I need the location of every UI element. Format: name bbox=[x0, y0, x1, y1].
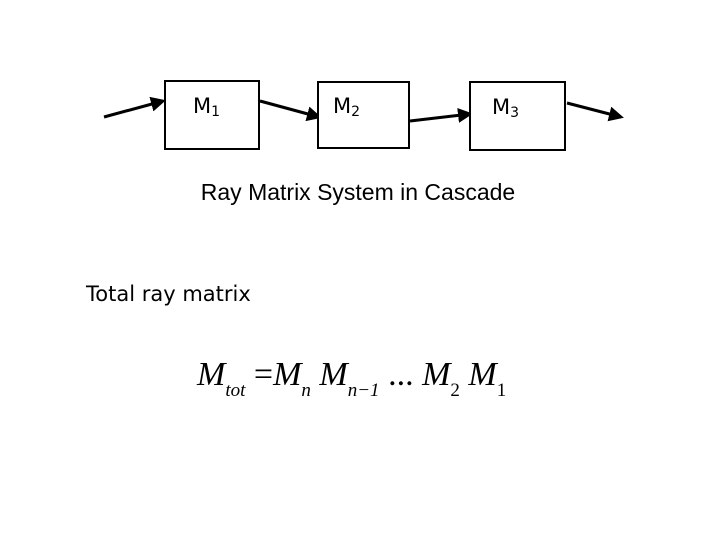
eq-ellipsis: ... bbox=[388, 356, 414, 393]
eq-t3-sub: 2 bbox=[450, 380, 460, 401]
matrix-block-2 bbox=[317, 81, 410, 149]
eq-t2-sub: n−1 bbox=[347, 380, 380, 401]
diagram-caption: Ray Matrix System in Cascade bbox=[200, 179, 516, 205]
total-ray-matrix-label: Total ray matrix bbox=[86, 282, 251, 306]
eq-t4-sub: 1 bbox=[496, 380, 507, 401]
matrix-block-2-label: M2 bbox=[333, 94, 361, 120]
total-matrix-equation: Mtot =Mn Mn−1 ... M2 M1 bbox=[197, 356, 506, 401]
matrix-block-3 bbox=[469, 81, 566, 151]
matrix-block-1 bbox=[164, 80, 260, 150]
eq-t4-base: M bbox=[468, 356, 497, 393]
eq-t1-sub: n bbox=[301, 380, 311, 401]
eq-t1-base: M bbox=[273, 356, 302, 393]
matrix-block-3-label: M3 bbox=[492, 95, 520, 121]
eq-t3-base: M bbox=[422, 356, 451, 393]
eq-t2-base: M bbox=[319, 356, 348, 393]
matrix-block-1-label: M1 bbox=[193, 94, 221, 120]
eq-equals: = bbox=[253, 356, 274, 393]
output-arrow bbox=[566, 101, 624, 122]
eq-lhs-base: M bbox=[197, 356, 226, 393]
eq-lhs-sub: tot bbox=[225, 380, 246, 401]
arrow-1-2 bbox=[259, 99, 322, 122]
input-arrow bbox=[103, 96, 166, 119]
arrow-2-3 bbox=[409, 107, 473, 123]
